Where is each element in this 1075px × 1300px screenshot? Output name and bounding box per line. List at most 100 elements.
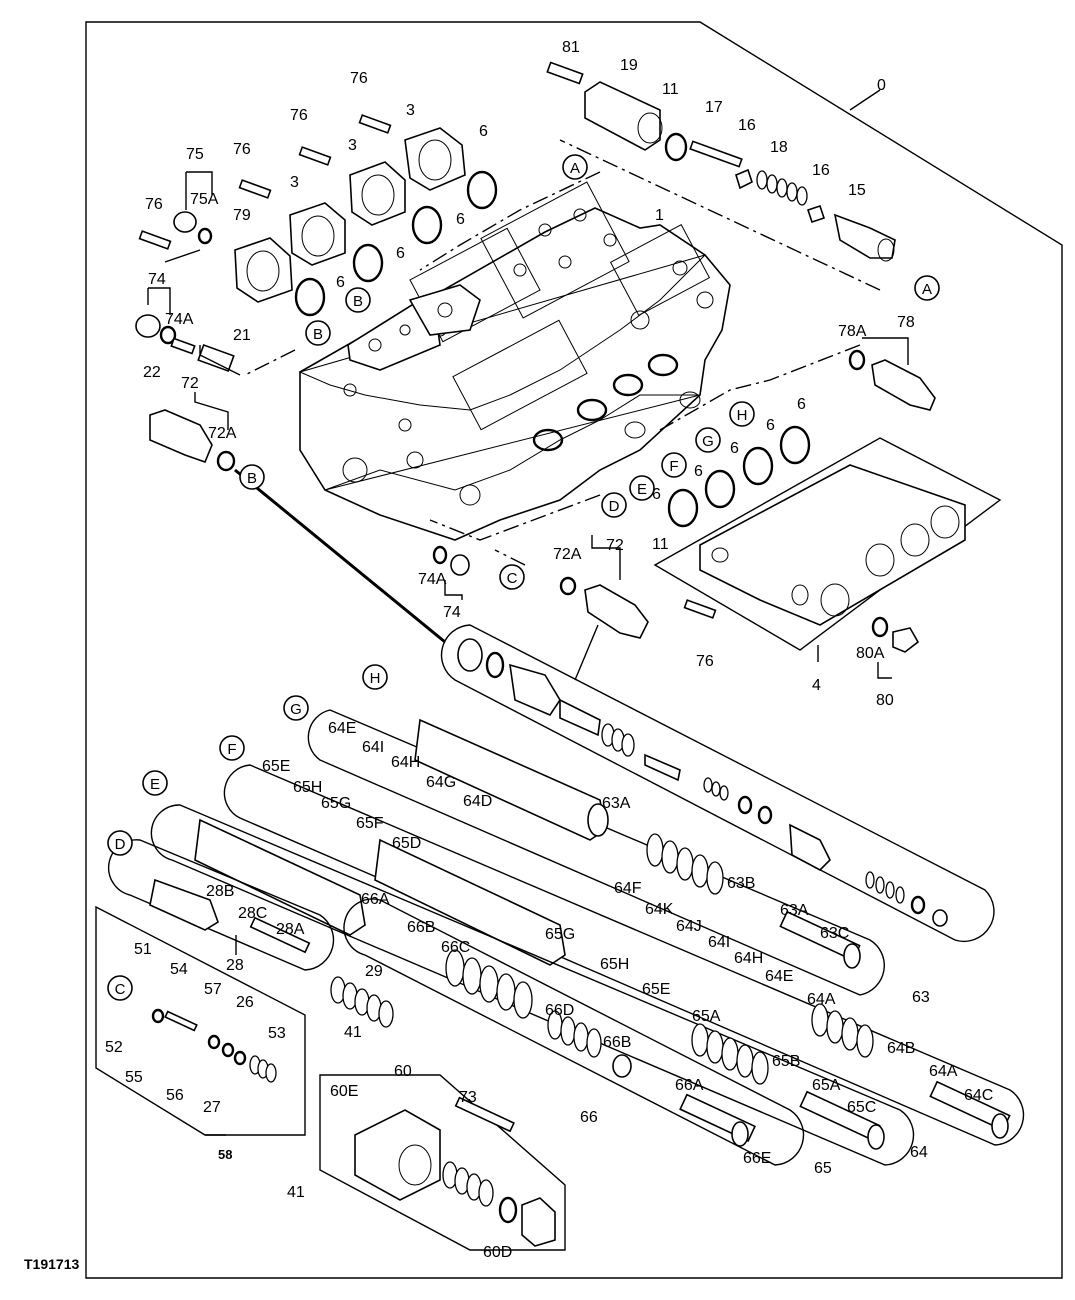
label-64b: 64B xyxy=(887,1040,915,1057)
label-6-i: 6 xyxy=(652,486,661,503)
label-28b: 28B xyxy=(206,883,234,900)
callout-g-housing: G xyxy=(702,433,714,450)
o-ring-6-set xyxy=(294,170,811,528)
label-26: 26 xyxy=(236,994,254,1011)
label-78a: 78A xyxy=(838,323,867,340)
label-3-b: 3 xyxy=(348,137,357,154)
upper-right-relief-parts xyxy=(546,61,896,262)
callout-d-housing: D xyxy=(609,498,620,515)
label-18: 18 xyxy=(770,139,788,156)
label-28a: 28A xyxy=(276,921,305,938)
label-4: 4 xyxy=(812,677,821,694)
label-11-top: 11 xyxy=(662,81,679,98)
label-76-b: 76 xyxy=(290,107,308,124)
label-22: 22 xyxy=(143,364,161,381)
label-15: 15 xyxy=(848,182,866,199)
label-0: 0 xyxy=(877,77,886,94)
label-75a: 75A xyxy=(190,191,219,208)
label-65h-b: 65H xyxy=(600,956,629,973)
spool-assembly-h-parts xyxy=(457,638,948,927)
label-65b: 65B xyxy=(772,1053,800,1070)
label-66a-a: 66A xyxy=(361,891,390,908)
label-60d: 60D xyxy=(483,1244,512,1261)
label-76-c: 76 xyxy=(233,141,251,158)
callout-h-spool: H xyxy=(370,670,381,687)
label-64g: 64G xyxy=(426,774,456,791)
spool-assembly-h xyxy=(440,624,995,943)
callout-d-spool: D xyxy=(115,836,126,853)
label-79: 79 xyxy=(233,207,251,224)
label-65g-b: 65G xyxy=(545,926,575,943)
label-66b-a: 66B xyxy=(407,919,435,936)
label-57: 57 xyxy=(204,981,222,998)
label-66b-b: 66B xyxy=(603,1034,631,1051)
label-64e-b: 64E xyxy=(765,968,793,985)
relief-valve-72-lower xyxy=(432,545,649,639)
label-28: 28 xyxy=(226,957,244,974)
label-29: 29 xyxy=(365,963,383,980)
callout-e-housing: E xyxy=(637,481,647,498)
label-76-e: 76 xyxy=(696,653,714,670)
label-19: 19 xyxy=(620,57,638,74)
label-74a-left: 74A xyxy=(165,311,194,328)
label-6-a: 6 xyxy=(479,123,488,140)
callout-g-spool: G xyxy=(290,701,302,718)
label-1: 1 xyxy=(655,207,664,224)
label-54: 54 xyxy=(170,961,188,978)
bolt-76-set xyxy=(138,114,717,619)
label-64a-a: 64A xyxy=(807,991,836,1008)
label-56: 56 xyxy=(166,1087,184,1104)
label-6-e: 6 xyxy=(797,396,806,413)
callout-f-spool: F xyxy=(227,741,236,758)
label-63: 63 xyxy=(912,989,930,1006)
label-65g-a: 65G xyxy=(321,795,351,812)
spool-assembly-e xyxy=(150,804,915,1166)
label-17: 17 xyxy=(705,99,723,116)
label-6-b: 6 xyxy=(456,211,465,228)
main-valve-housing xyxy=(298,181,731,541)
label-64a-b: 64A xyxy=(929,1063,958,1080)
label-75: 75 xyxy=(186,146,204,163)
label-78: 78 xyxy=(897,314,915,331)
label-65e-a: 65E xyxy=(262,758,290,775)
callout-a-right: A xyxy=(922,281,932,298)
label-80: 80 xyxy=(876,692,894,709)
label-64: 64 xyxy=(910,1144,928,1161)
label-73: 73 xyxy=(459,1089,477,1106)
label-6-g: 6 xyxy=(730,440,739,457)
label-64i-b: 64I xyxy=(708,934,730,951)
label-64h-a: 64H xyxy=(391,754,420,771)
label-66: 66 xyxy=(580,1109,598,1126)
label-6-d: 6 xyxy=(336,274,345,291)
label-72-mid: 72 xyxy=(606,537,624,554)
label-6-c: 6 xyxy=(396,245,405,262)
label-60e: 60E xyxy=(330,1083,358,1100)
callout-e-spool: E xyxy=(150,776,160,793)
plug-and-relief-parts-left xyxy=(135,211,236,472)
cap-60-parts xyxy=(354,1096,556,1247)
label-51: 51 xyxy=(134,941,152,958)
end-cover-4 xyxy=(653,437,1002,653)
label-76-a: 76 xyxy=(350,70,368,87)
label-74a-mid: 74A xyxy=(418,571,447,588)
flange-3-lower xyxy=(289,202,346,266)
callout-c-mid: C xyxy=(507,570,518,587)
label-3-a: 3 xyxy=(406,102,415,119)
label-66a-b: 66A xyxy=(675,1077,704,1094)
label-52: 52 xyxy=(105,1039,123,1056)
label-64j: 64J xyxy=(676,918,702,935)
label-16-a: 16 xyxy=(738,117,756,134)
spool-assembly-f xyxy=(223,764,1025,1146)
spool-assembly-66 xyxy=(343,898,805,1166)
label-53: 53 xyxy=(268,1025,286,1042)
label-64i-a: 64I xyxy=(362,739,384,756)
label-28c: 28C xyxy=(238,905,267,922)
callout-b-upper: B xyxy=(353,293,363,310)
label-21: 21 xyxy=(233,327,251,344)
spool-assembly-g xyxy=(307,709,885,996)
label-41-b: 41 xyxy=(287,1184,305,1201)
label-63c: 63C xyxy=(820,925,849,942)
callout-c-group58: C xyxy=(115,981,126,998)
label-72a-mid: 72A xyxy=(553,546,582,563)
